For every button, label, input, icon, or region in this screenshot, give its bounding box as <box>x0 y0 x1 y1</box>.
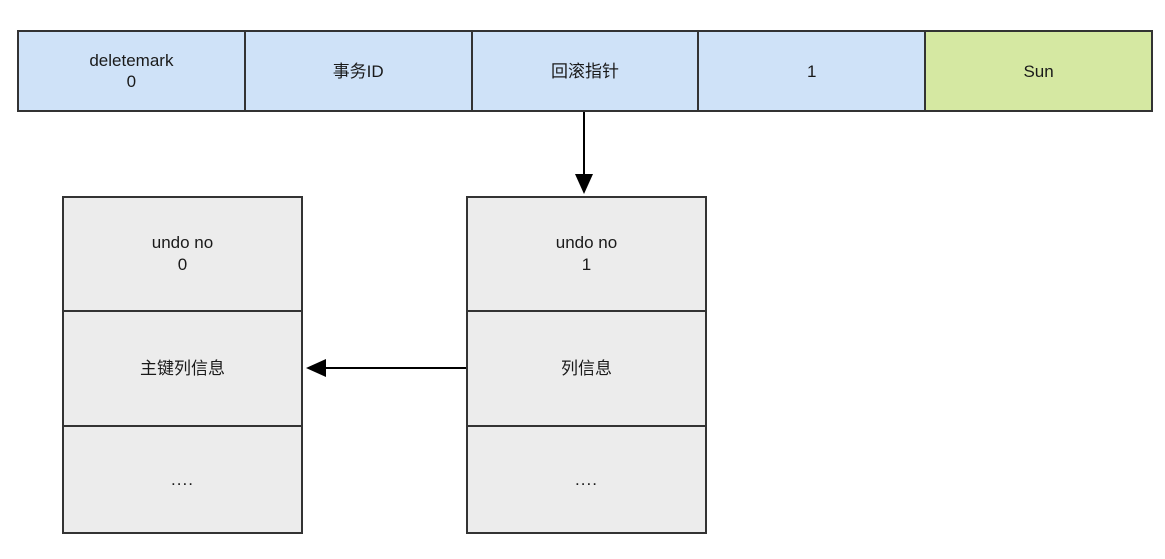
rollback-pointer-arrow <box>575 108 593 194</box>
record-cell-primary-key: 1 <box>697 32 925 110</box>
record-cell-label: 1 <box>807 61 817 81</box>
undo-log-box-1: undo no 1 列信息 .... <box>466 196 707 534</box>
undo-no-cell: undo no 1 <box>468 198 705 310</box>
record-cell-roll-pointer: 回滚指针 <box>470 32 698 110</box>
record-cell-label: 事务ID <box>332 61 384 81</box>
record-cell-label: Sun <box>1023 61 1054 81</box>
columns-cell: 列信息 <box>468 310 705 425</box>
record-cell-trx-id: 事务ID <box>243 32 471 110</box>
ellipsis-label: .... <box>171 469 194 489</box>
columns-label: 列信息 <box>561 358 612 378</box>
undo-no-value: 0 <box>177 255 188 274</box>
undo-no-label: undo no <box>151 233 214 252</box>
undo-no-value: 1 <box>581 255 592 274</box>
columns-cell: 主键列信息 <box>64 310 301 425</box>
record-cell-label: deletemark <box>89 51 174 70</box>
record-cell-column-value: Sun <box>924 32 1151 110</box>
undo-no-label: undo no <box>555 233 618 252</box>
record-row: deletemark 0 事务ID 回滚指针 1 Sun <box>17 30 1153 112</box>
undo-chain-arrow <box>306 359 466 377</box>
record-cell-label: 回滚指针 <box>550 61 619 81</box>
ellipsis-label: .... <box>575 469 598 489</box>
ellipsis-cell: .... <box>468 425 705 532</box>
ellipsis-cell: .... <box>64 425 301 532</box>
columns-label: 主键列信息 <box>140 358 225 378</box>
undo-log-box-0: undo no 0 主键列信息 .... <box>62 196 303 534</box>
record-cell-value: 0 <box>126 72 137 91</box>
undo-no-cell: undo no 0 <box>64 198 301 310</box>
record-cell-deletemark: deletemark 0 <box>19 32 244 110</box>
